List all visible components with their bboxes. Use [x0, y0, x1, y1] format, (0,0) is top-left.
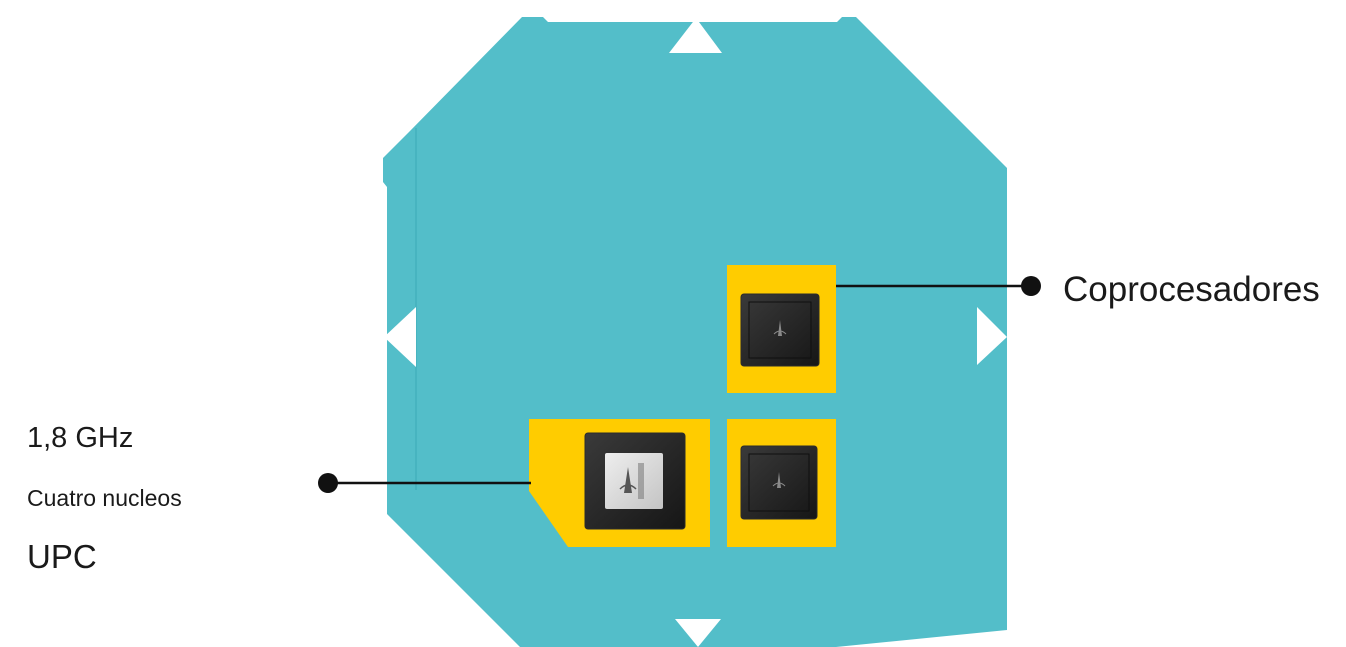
coprocessor-leader-dot [1021, 276, 1041, 296]
cpu-leader-dot [318, 473, 338, 493]
cpu-frequency-label: 1,8 GHz [27, 422, 134, 454]
broadcom-logo-icon [773, 320, 787, 336]
broadcom-logo-icon [772, 472, 786, 488]
board-shape [383, 17, 1007, 647]
cpu-cores-label: Cuatro nucleos [27, 485, 182, 511]
coprocessor-chip-top-inner [748, 301, 812, 359]
cpu-label: UPC [27, 538, 97, 575]
arrow-right-icon [977, 307, 1007, 365]
arrow-left-icon [384, 307, 416, 367]
arrow-up-icon [669, 18, 722, 53]
broadcom-logo-icon [619, 463, 644, 499]
cpu-die [605, 453, 663, 509]
coprocessor-chip-bottom-inner [748, 453, 810, 512]
arrow-down-icon [675, 619, 721, 647]
coprocessors-label: Coprocesadores [1063, 270, 1320, 309]
